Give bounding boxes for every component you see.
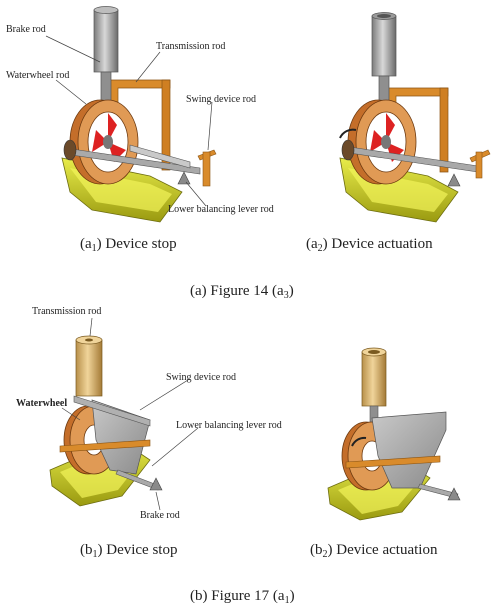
label-brake-rod-b1: Brake rod [140,510,180,521]
caption-a1-suffix: ) Device stop [96,236,177,252]
label-transmission-rod-a1: Transmission rod [156,41,226,52]
caption-a2-sub: 2 [317,243,323,254]
device-b2-illustration [327,347,461,521]
caption-b1-suffix: ) Device stop [97,542,178,558]
label-lower-balancing-lever-rod-b1: Lower balancing lever rod [176,420,282,431]
caption-a2: (a2) Device actuation [306,236,433,257]
caption-b2-suffix: ) Device actuation [327,542,438,558]
label-swing-device-rod-b1: Swing device rod [166,372,236,383]
section-b-suffix: ) [289,588,295,604]
caption-a2-prefix: (a [306,236,318,252]
section-a-caption: (a) Figure 14 (a3) [190,283,294,301]
caption-b1: (b1) Device stop [80,542,177,563]
label-waterwheel-rod-a1: Waterwheel rod [6,70,70,81]
device-b1-illustration [49,335,163,507]
device-a1-illustration [61,6,217,223]
caption-b2: (b2) Device actuation [310,542,437,563]
label-waterwheel-b1: Waterwheel [16,398,68,409]
label-swing-device-rod-a1: Swing device rod [186,94,256,105]
section-a-sub: 3 [283,290,289,301]
caption-a2-suffix: ) Device actuation [322,236,433,252]
label-lower-balancing-lever-rod-a1: Lower balancing lever rod [168,204,274,215]
caption-b1-prefix: (b [80,542,93,558]
section-b-sub: 1 [284,595,290,606]
caption-a1-prefix: (a [80,236,92,252]
caption-a1: (a1) Device stop [80,236,177,257]
section-a-prefix: (a) Figure 14 (a [190,283,284,299]
label-brake-rod-a1: Brake rod [6,24,46,35]
section-b-caption: (b) Figure 17 (a1) [190,588,295,606]
leader-lines [45,35,213,511]
label-transmission-rod-b1: Transmission rod [32,306,102,317]
caption-b2-prefix: (b [310,542,323,558]
caption-b2-sub: 2 [322,549,328,560]
section-a-suffix: ) [288,283,294,299]
caption-b1-sub: 1 [92,549,98,560]
device-a2-illustration [339,12,491,223]
caption-a1-sub: 1 [91,243,97,254]
section-b-prefix: (b) Figure 17 (a [190,588,285,604]
